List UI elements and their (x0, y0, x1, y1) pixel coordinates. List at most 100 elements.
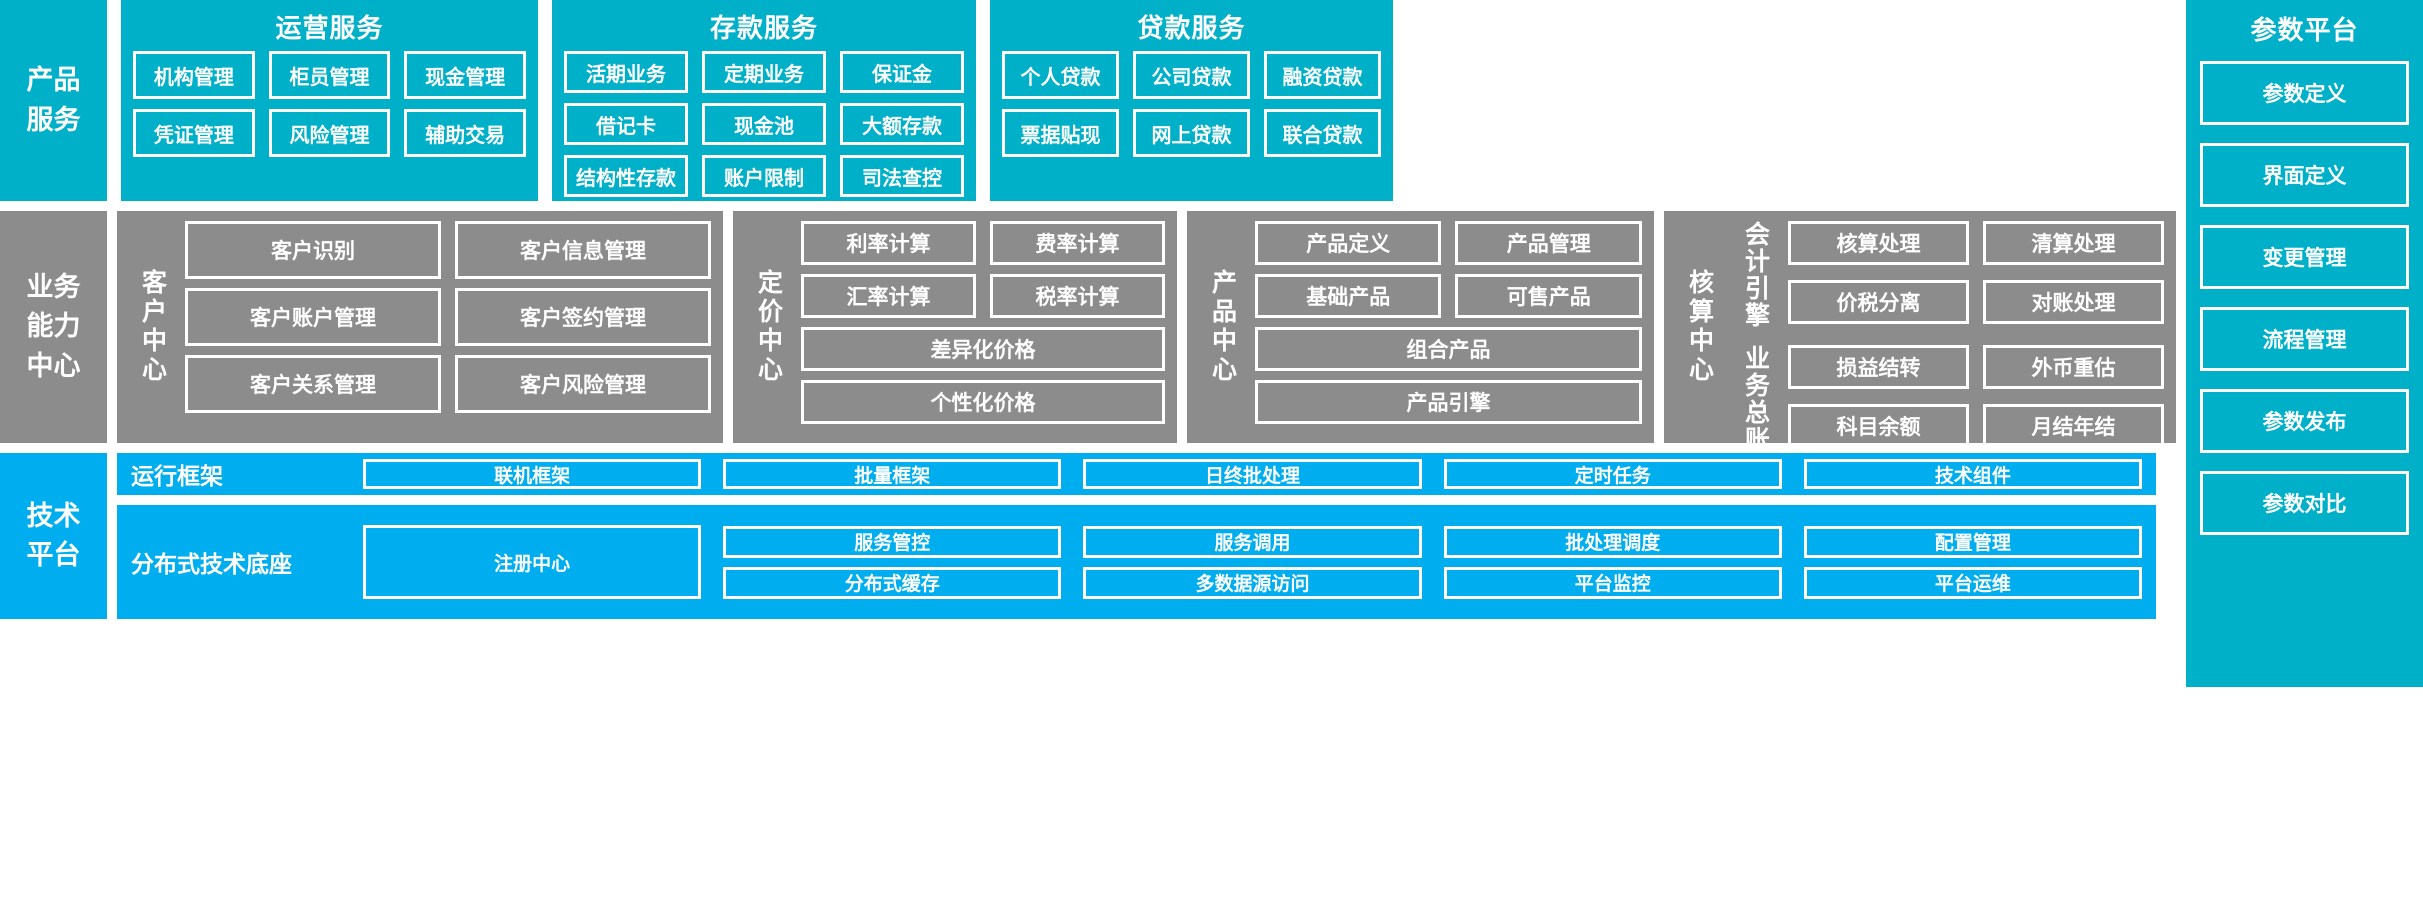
grid-general-ledger: 损益结转 外币重估 科目余额 月结年结 (1787, 345, 2165, 453)
vertical-label-general-ledger: 业务总账 (1741, 345, 1770, 453)
cell-joint-loan[interactable]: 联合贷款 (1264, 109, 1381, 157)
body-accounting-center: 会计引擎 核算处理 清算处理 价税分离 对账处理 业务总账 损益结转 外币重估 … (1732, 221, 2165, 453)
grid-customer-center: 客户识别 客户信息管理 客户账户管理 客户签约管理 客户关系管理 客户风险管理 (185, 221, 712, 413)
cell-distributed-cache[interactable]: 分布式缓存 (723, 566, 1062, 599)
cell-basic-product[interactable]: 基础产品 (1254, 274, 1442, 318)
cell-foreign-currency-revaluation[interactable]: 外币重估 (1982, 345, 2165, 389)
vertical-label-customer-center: 客户中心 (138, 269, 167, 385)
grid-operation-services: 机构管理 柜员管理 现金管理 凭证管理 风险管理 辅助交易 (133, 51, 526, 157)
band-distributed-base: 分布式技术底座 注册中心 服务管控 服务调用 批处理调度 配置管理 分布式缓存 … (117, 505, 2156, 619)
cell-batch-framework[interactable]: 批量框架 (723, 459, 1062, 489)
cell-tax-rate-calc[interactable]: 税率计算 (990, 274, 1165, 318)
cell-parameter-definition[interactable]: 参数定义 (2200, 61, 2409, 125)
cell-parameter-comparison[interactable]: 参数对比 (2200, 471, 2409, 535)
cell-sellable-product[interactable]: 可售产品 (1455, 274, 1642, 318)
cell-technical-component[interactable]: 技术组件 (1803, 459, 2142, 489)
grid-loan-services: 个人贷款 公司贷款 融资贷款 票据贴现 网上贷款 联合贷款 (1002, 51, 1381, 157)
cell-clearing-processing[interactable]: 清算处理 (1982, 221, 2165, 265)
panel-title-operation-services: 运营服务 (275, 13, 384, 43)
grid-distributed-base: 注册中心 服务管控 服务调用 批处理调度 配置管理 分布式缓存 多数据源访问 平… (363, 525, 2142, 599)
cell-margin-deposit[interactable]: 保证金 (840, 51, 964, 93)
cell-composite-product[interactable]: 组合产品 (1254, 327, 1642, 371)
band-runtime-framework: 运行框架 联机框架 批量框架 日终批处理 定时任务 技术组件 (117, 453, 2156, 495)
cell-demand-business[interactable]: 活期业务 (564, 51, 688, 93)
cell-customer-identification[interactable]: 客户识别 (185, 221, 441, 279)
band-name-distributed-base: 分布式技术底座 (131, 551, 292, 577)
panel-customer-center: 客户中心 客户识别 客户信息管理 客户账户管理 客户签约管理 客户关系管理 客户… (117, 211, 724, 443)
cell-month-year-end-closing[interactable]: 月结年结 (1982, 403, 2165, 448)
row-label-technical-platform: 技术 平台 (0, 453, 107, 619)
technical-platform-bands: 运行框架 联机框架 批量框架 日终批处理 定时任务 技术组件 分布式技术底座 注… (117, 453, 2156, 619)
cell-customer-info-management[interactable]: 客户信息管理 (455, 221, 712, 279)
cell-parameter-release[interactable]: 参数发布 (2200, 389, 2409, 453)
band-name-runtime-framework: 运行框架 (131, 463, 223, 489)
cell-batch-scheduling[interactable]: 批处理调度 (1443, 525, 1782, 558)
cell-platform-operations[interactable]: 平台运维 (1803, 566, 2142, 599)
cell-profit-loss-carryover[interactable]: 损益结转 (1787, 345, 1969, 389)
cell-interface-definition[interactable]: 界面定义 (2200, 143, 2409, 207)
cell-auxiliary-transaction[interactable]: 辅助交易 (404, 109, 526, 157)
cell-process-management[interactable]: 流程管理 (2200, 307, 2409, 371)
group-general-ledger: 业务总账 损益结转 外币重估 科目余额 月结年结 (1732, 345, 2165, 453)
cell-reconciliation-processing[interactable]: 对账处理 (1982, 279, 2165, 324)
cell-account-restriction[interactable]: 账户限制 (702, 155, 826, 197)
cell-interest-rate-calc[interactable]: 利率计算 (801, 221, 976, 265)
cell-exchange-rate-calc[interactable]: 汇率计算 (801, 274, 976, 318)
cell-corporate-loan[interactable]: 公司贷款 (1133, 51, 1250, 99)
cell-accounting-processing[interactable]: 核算处理 (1787, 221, 1969, 265)
vertical-label-accounting-center: 核算中心 (1685, 269, 1714, 385)
cell-structured-deposit[interactable]: 结构性存款 (564, 155, 688, 197)
cell-customer-account-management[interactable]: 客户账户管理 (185, 288, 441, 346)
panel-title-deposit-services: 存款服务 (709, 13, 818, 43)
body-customer-center: 客户识别 客户信息管理 客户账户管理 客户签约管理 客户关系管理 客户风险管理 (185, 221, 712, 433)
cell-registry-center[interactable]: 注册中心 (363, 525, 702, 599)
cell-online-loan[interactable]: 网上贷款 (1133, 109, 1250, 157)
cell-price-tax-separation[interactable]: 价税分离 (1787, 279, 1969, 324)
row-label-business-capability: 业务 能力 中心 (0, 211, 107, 443)
panel-loan-services: 贷款服务 个人贷款 公司贷款 融资贷款 票据贴现 网上贷款 联合贷款 (990, 0, 1393, 201)
cell-debit-card[interactable]: 借记卡 (564, 103, 688, 145)
cell-cash-management[interactable]: 现金管理 (404, 51, 526, 99)
cell-teller-management[interactable]: 柜员管理 (268, 51, 391, 99)
cell-personalized-pricing[interactable]: 个性化价格 (801, 380, 1165, 424)
cell-risk-management[interactable]: 风险管理 (268, 109, 391, 157)
row-product-services: 产品 服务 运营服务 机构管理 柜员管理 现金管理 凭证管理 风险管理 辅助交易… (0, 0, 2423, 201)
grid-accounting-engine: 核算处理 清算处理 价税分离 对账处理 (1787, 221, 2165, 329)
cell-large-deposit[interactable]: 大额存款 (840, 103, 964, 145)
cell-fee-rate-calc[interactable]: 费率计算 (990, 221, 1165, 265)
vertical-label-pricing-center: 定价中心 (754, 269, 783, 385)
cell-cash-pool[interactable]: 现金池 (702, 103, 826, 145)
cell-judicial-control[interactable]: 司法查控 (840, 155, 964, 197)
cell-bill-discount[interactable]: 票据贴现 (1002, 109, 1119, 157)
cell-financing-loan[interactable]: 融资贷款 (1264, 51, 1381, 99)
cell-online-framework[interactable]: 联机框架 (363, 459, 702, 489)
cell-scheduled-task[interactable]: 定时任务 (1443, 459, 1782, 489)
cell-change-management[interactable]: 变更管理 (2200, 225, 2409, 289)
cell-differentiated-pricing[interactable]: 差异化价格 (801, 327, 1165, 371)
panel-accounting-center: 核算中心 会计引擎 核算处理 清算处理 价税分离 对账处理 业务总账 损益结转 (1663, 211, 2177, 453)
cell-account-balance[interactable]: 科目余额 (1787, 403, 1969, 448)
cell-configuration-management[interactable]: 配置管理 (1803, 525, 2142, 558)
cell-voucher-management[interactable]: 凭证管理 (133, 109, 255, 157)
cell-platform-monitoring[interactable]: 平台监控 (1443, 566, 1782, 599)
row-label-tp-line-1: 技术 (26, 500, 81, 531)
cell-customer-contract-management[interactable]: 客户签约管理 (455, 288, 712, 346)
panel-title-loan-services: 贷款服务 (1137, 13, 1246, 43)
cell-product-engine[interactable]: 产品引擎 (1254, 380, 1642, 424)
cell-customer-risk-management[interactable]: 客户风险管理 (455, 355, 712, 413)
body-product-center: 产品定义 产品管理 基础产品 可售产品 组合产品 产品引擎 (1254, 221, 1642, 433)
cell-product-management[interactable]: 产品管理 (1455, 221, 1642, 265)
cell-personal-loan[interactable]: 个人贷款 (1002, 51, 1119, 99)
panel-product-center: 产品中心 产品定义 产品管理 基础产品 可售产品 组合产品 产品引擎 (1186, 211, 1654, 443)
cell-time-business[interactable]: 定期业务 (702, 51, 826, 93)
cell-org-management[interactable]: 机构管理 (133, 51, 255, 99)
grid-pricing-center: 利率计算 费率计算 汇率计算 税率计算 (801, 221, 1165, 318)
grid-runtime-framework: 联机框架 批量框架 日终批处理 定时任务 技术组件 (363, 459, 2142, 489)
cell-eod-batch-processing[interactable]: 日终批处理 (1083, 459, 1422, 489)
panel-operation-services: 运营服务 机构管理 柜员管理 现金管理 凭证管理 风险管理 辅助交易 (121, 0, 538, 201)
cell-multi-datasource-access[interactable]: 多数据源访问 (1083, 566, 1422, 599)
cell-product-definition[interactable]: 产品定义 (1254, 221, 1442, 265)
cell-customer-relation-management[interactable]: 客户关系管理 (185, 355, 441, 413)
cell-service-governance[interactable]: 服务管控 (723, 525, 1062, 558)
cell-service-invocation[interactable]: 服务调用 (1083, 525, 1422, 558)
